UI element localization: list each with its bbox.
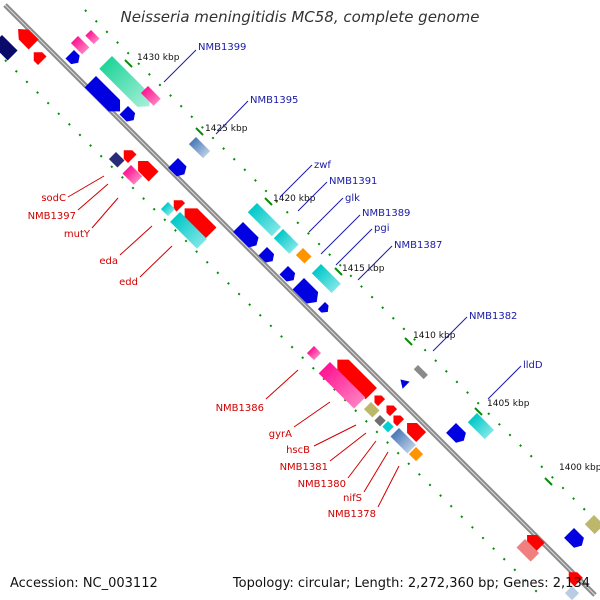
gene-block-salmon[interactable] [516, 539, 540, 562]
gene-block-cyan-pgi[interactable] [311, 264, 341, 293]
gene-block-steel-2[interactable] [390, 428, 416, 454]
tick-label-1405: 1405 kbp [487, 399, 530, 409]
gene-label-nmb1382[interactable]: NMB1382 [469, 311, 517, 322]
gene-arrow-red-5[interactable] [170, 196, 186, 212]
gene-label-nmb1386[interactable]: NMB1386 [216, 403, 264, 414]
gene-block-grey-2[interactable] [374, 415, 386, 427]
gene-label-nmb1397[interactable]: NMB1397 [28, 211, 76, 222]
gene-arrow-blue-1[interactable] [65, 50, 83, 67]
gene-block-cyan-eda[interactable] [160, 202, 176, 217]
gene-arrow-red-4[interactable] [133, 156, 159, 182]
gene-block-pink-1[interactable] [70, 36, 90, 55]
guide-dots [4, 9, 600, 596]
gene-arrow-red-7[interactable] [332, 354, 377, 400]
tick-marks [124, 59, 553, 486]
gene-block-pink-5[interactable] [306, 346, 322, 361]
gene-label-muty[interactable]: mutY [64, 229, 91, 240]
gene-block-cyan-zwf[interactable] [247, 203, 282, 237]
accession-text: Accession: NC_003112 [10, 576, 158, 591]
map-title: Neisseria meningitidis MC58, complete ge… [120, 8, 480, 26]
gene-block-grey-nmb1382[interactable] [413, 365, 428, 380]
gene-arrow-blue-2[interactable] [84, 76, 126, 117]
gene-arrow-blue-3[interactable] [119, 106, 138, 124]
gene-arrow-red-1[interactable] [13, 24, 39, 50]
gene-arrow-navy[interactable] [0, 35, 18, 61]
gene-label-nmb1380[interactable]: NMB1380 [298, 479, 346, 490]
gene-arrow-blue-12[interactable] [564, 528, 587, 551]
reverse-label-leaders [67, 175, 400, 508]
gene-label-edd[interactable]: edd [119, 277, 138, 288]
gene-label-nmb1389[interactable]: NMB1389 [362, 208, 410, 219]
gene-arrow-red-3[interactable] [120, 146, 137, 163]
gene-arrow-blue-10[interactable] [397, 376, 410, 389]
gene-arrow-blue-5[interactable] [233, 222, 261, 250]
gene-label-nmb1381[interactable]: NMB1381 [280, 462, 328, 473]
gene-label-nmb1395[interactable]: NMB1395 [250, 95, 298, 106]
gene-block-orange[interactable] [295, 248, 312, 264]
gene-arrow-blue-7[interactable] [279, 266, 298, 284]
tick-label-1400: 1400 kbp [559, 463, 600, 473]
gene-label-lldd[interactable]: lldD [523, 360, 543, 371]
gene-label-eda[interactable]: eda [99, 256, 118, 267]
gene-block-pink-nmb1386[interactable] [318, 362, 366, 409]
forward-strand-genes [0, 35, 600, 551]
gene-label-hscb[interactable]: hscB [286, 445, 310, 456]
gene-arrow-blue-6[interactable] [258, 247, 277, 265]
gene-label-nifs[interactable]: nifS [343, 493, 362, 504]
gene-block-pink-4[interactable] [122, 165, 143, 185]
gene-label-nmb1387[interactable]: NMB1387 [394, 240, 442, 251]
gene-block-cyan-edd[interactable] [170, 212, 207, 249]
gene-block-pink-3[interactable] [85, 30, 100, 45]
gene-block-cyan-lldd[interactable] [467, 413, 494, 440]
gene-block-pink-2[interactable] [140, 86, 161, 106]
gene-label-gyra[interactable]: gyrA [269, 429, 292, 440]
gene-arrow-red-6[interactable] [178, 202, 217, 241]
gene-arrow-blue-9[interactable] [317, 302, 331, 315]
gene-arrow-red-9[interactable] [383, 402, 398, 417]
gene-label-pgi[interactable]: pgi [374, 223, 389, 234]
tick-label-1425: 1425 kbp [205, 124, 248, 134]
gene-block-cyan-2[interactable] [382, 421, 394, 433]
gene-block-navy[interactable] [108, 152, 125, 168]
topology-text: Topology: circular; Length: 2,272,360 bp… [232, 576, 590, 591]
gene-arrow-red-10[interactable] [390, 412, 405, 427]
gene-arrow-blue-4[interactable] [168, 158, 189, 179]
tick-label-1430: 1430 kbp [137, 53, 180, 63]
gene-block-cyan-glk[interactable] [273, 229, 299, 254]
gene-arrow-red-2[interactable] [30, 48, 47, 65]
gene-arrow-red-11[interactable] [402, 418, 427, 443]
reverse-strand-genes [13, 24, 583, 600]
gene-label-zwf[interactable]: zwf [314, 160, 331, 171]
gene-block-olive-2[interactable] [363, 402, 380, 418]
gene-label-nmb1399[interactable]: NMB1399 [198, 42, 246, 53]
tick-label-1410: 1410 kbp [413, 331, 456, 341]
gene-label-glk[interactable]: glk [345, 193, 360, 204]
gene-arrow-red-8[interactable] [371, 392, 386, 407]
gene-arrow-blue-8[interactable] [292, 278, 323, 308]
tick-label-1420: 1420 kbp [273, 194, 316, 204]
gene-label-sodc[interactable]: sodC [41, 193, 66, 204]
gene-block-olive[interactable] [584, 515, 600, 535]
tick-label-1415: 1415 kbp [342, 264, 385, 274]
gene-block-green-nmb1399[interactable] [99, 56, 156, 113]
gene-block-orange-2[interactable] [408, 447, 424, 462]
forward-label-leaders [163, 49, 522, 400]
gene-label-nmb1391[interactable]: NMB1391 [329, 176, 377, 187]
gene-label-nmb1378[interactable]: NMB1378 [328, 509, 376, 520]
gene-arrow-red-13[interactable] [565, 568, 583, 587]
gene-block-steel-nmb1395[interactable] [188, 137, 211, 159]
gene-arrow-blue-11[interactable] [446, 423, 469, 446]
